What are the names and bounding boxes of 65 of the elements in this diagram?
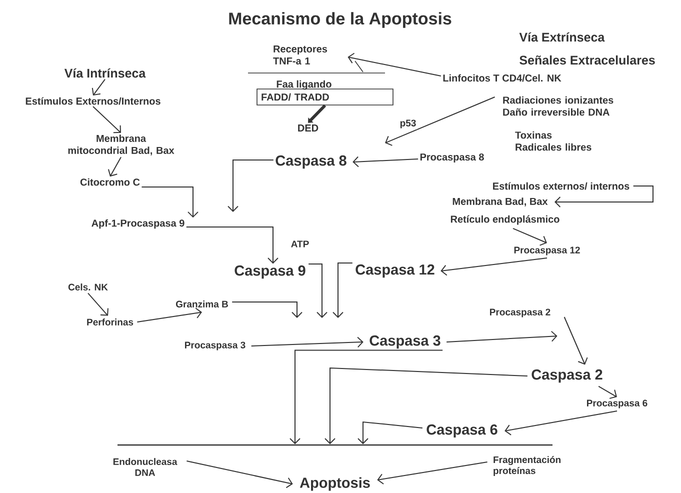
step-text: Estímulos Externos/Internos xyxy=(26,97,160,105)
arrow xyxy=(512,228,547,246)
signal-text: Estímulos externos/ internos xyxy=(493,182,630,190)
arrow xyxy=(564,316,588,365)
arrow xyxy=(228,160,274,212)
step-text: Cels. NK xyxy=(68,284,108,290)
arrow xyxy=(446,330,558,342)
arrow xyxy=(332,262,353,318)
step-text: Citocromo C xyxy=(80,178,140,186)
step-text: DED xyxy=(298,124,318,132)
signal-text: Toxinas Radicales libres xyxy=(515,131,592,151)
heading-text: Señales Extracelulares xyxy=(520,55,655,65)
arrow xyxy=(385,96,496,146)
arrow xyxy=(88,292,108,316)
heading-text: Vía Extrínseca xyxy=(519,32,605,42)
procaspase-text: Procaspasa 8 xyxy=(420,153,484,163)
arrow xyxy=(352,156,419,168)
arrow xyxy=(290,350,444,444)
arrow xyxy=(554,186,654,208)
heading-text: Vía Intrínseca xyxy=(64,68,146,78)
arrow xyxy=(308,104,326,123)
caspase-text: Caspasa 8 xyxy=(276,155,346,169)
adapter-box: FADD/ TRADD xyxy=(256,88,394,106)
arrow xyxy=(440,258,548,276)
arrow xyxy=(324,367,528,444)
edge-label: p53 xyxy=(398,118,418,130)
arrow xyxy=(92,106,121,134)
title: Mecanismo de la Apoptosis xyxy=(229,12,452,28)
arrow xyxy=(141,186,198,218)
caspase-text: Caspasa 3 xyxy=(370,335,440,349)
arrow xyxy=(108,156,122,177)
signal-text: Retículo endoplásmico xyxy=(450,215,560,225)
arrow xyxy=(186,226,278,264)
arrow xyxy=(232,302,302,318)
receptor-text: Receptores TNF-a 1 xyxy=(273,46,328,64)
procaspase-text: Procaspasa 12 xyxy=(514,246,580,256)
signal-text: Linfocitos T CD4/Cel. NK xyxy=(443,74,562,82)
result-text: Apoptosis xyxy=(300,477,370,491)
arrow xyxy=(136,308,202,322)
step-text: Granzima B xyxy=(176,300,228,308)
arrow xyxy=(504,410,618,436)
procaspase-text: Procaspasa 3 xyxy=(185,342,246,350)
arrow xyxy=(92,78,106,96)
arrow xyxy=(348,52,442,76)
arrow xyxy=(598,386,617,399)
arrow xyxy=(186,460,293,488)
heading-text: Faa ligando xyxy=(276,80,332,90)
caspase-text: Caspasa 12 xyxy=(356,264,434,278)
signal-text: Membrana Bad, Bax xyxy=(452,198,548,206)
edge-label: ATP xyxy=(290,240,310,248)
arrow xyxy=(250,336,364,348)
caspase-text: Caspasa 9 xyxy=(234,265,306,279)
caspase-text: Caspasa 6 xyxy=(426,424,498,438)
arrow xyxy=(308,264,328,318)
step-text: Perforinas xyxy=(87,318,134,326)
arrow xyxy=(377,462,488,484)
effect-text: Endonucleasa DNA xyxy=(113,458,178,476)
step-text: Apf-1-Procaspasa 9 xyxy=(92,219,184,229)
procaspase-text: Procaspasa 2 xyxy=(490,308,550,318)
caspase-text: Caspasa 2 xyxy=(532,369,602,383)
signal-text: Radiaciones ionizantes Daño irreversible DNA xyxy=(503,96,614,116)
arrow xyxy=(358,421,423,444)
step-text: Membrana mitocondrial Bad, Bax xyxy=(68,134,174,156)
effect-text: Fragmentación proteínas xyxy=(494,456,560,476)
procaspase-text: Procaspasa 6 xyxy=(587,400,648,408)
